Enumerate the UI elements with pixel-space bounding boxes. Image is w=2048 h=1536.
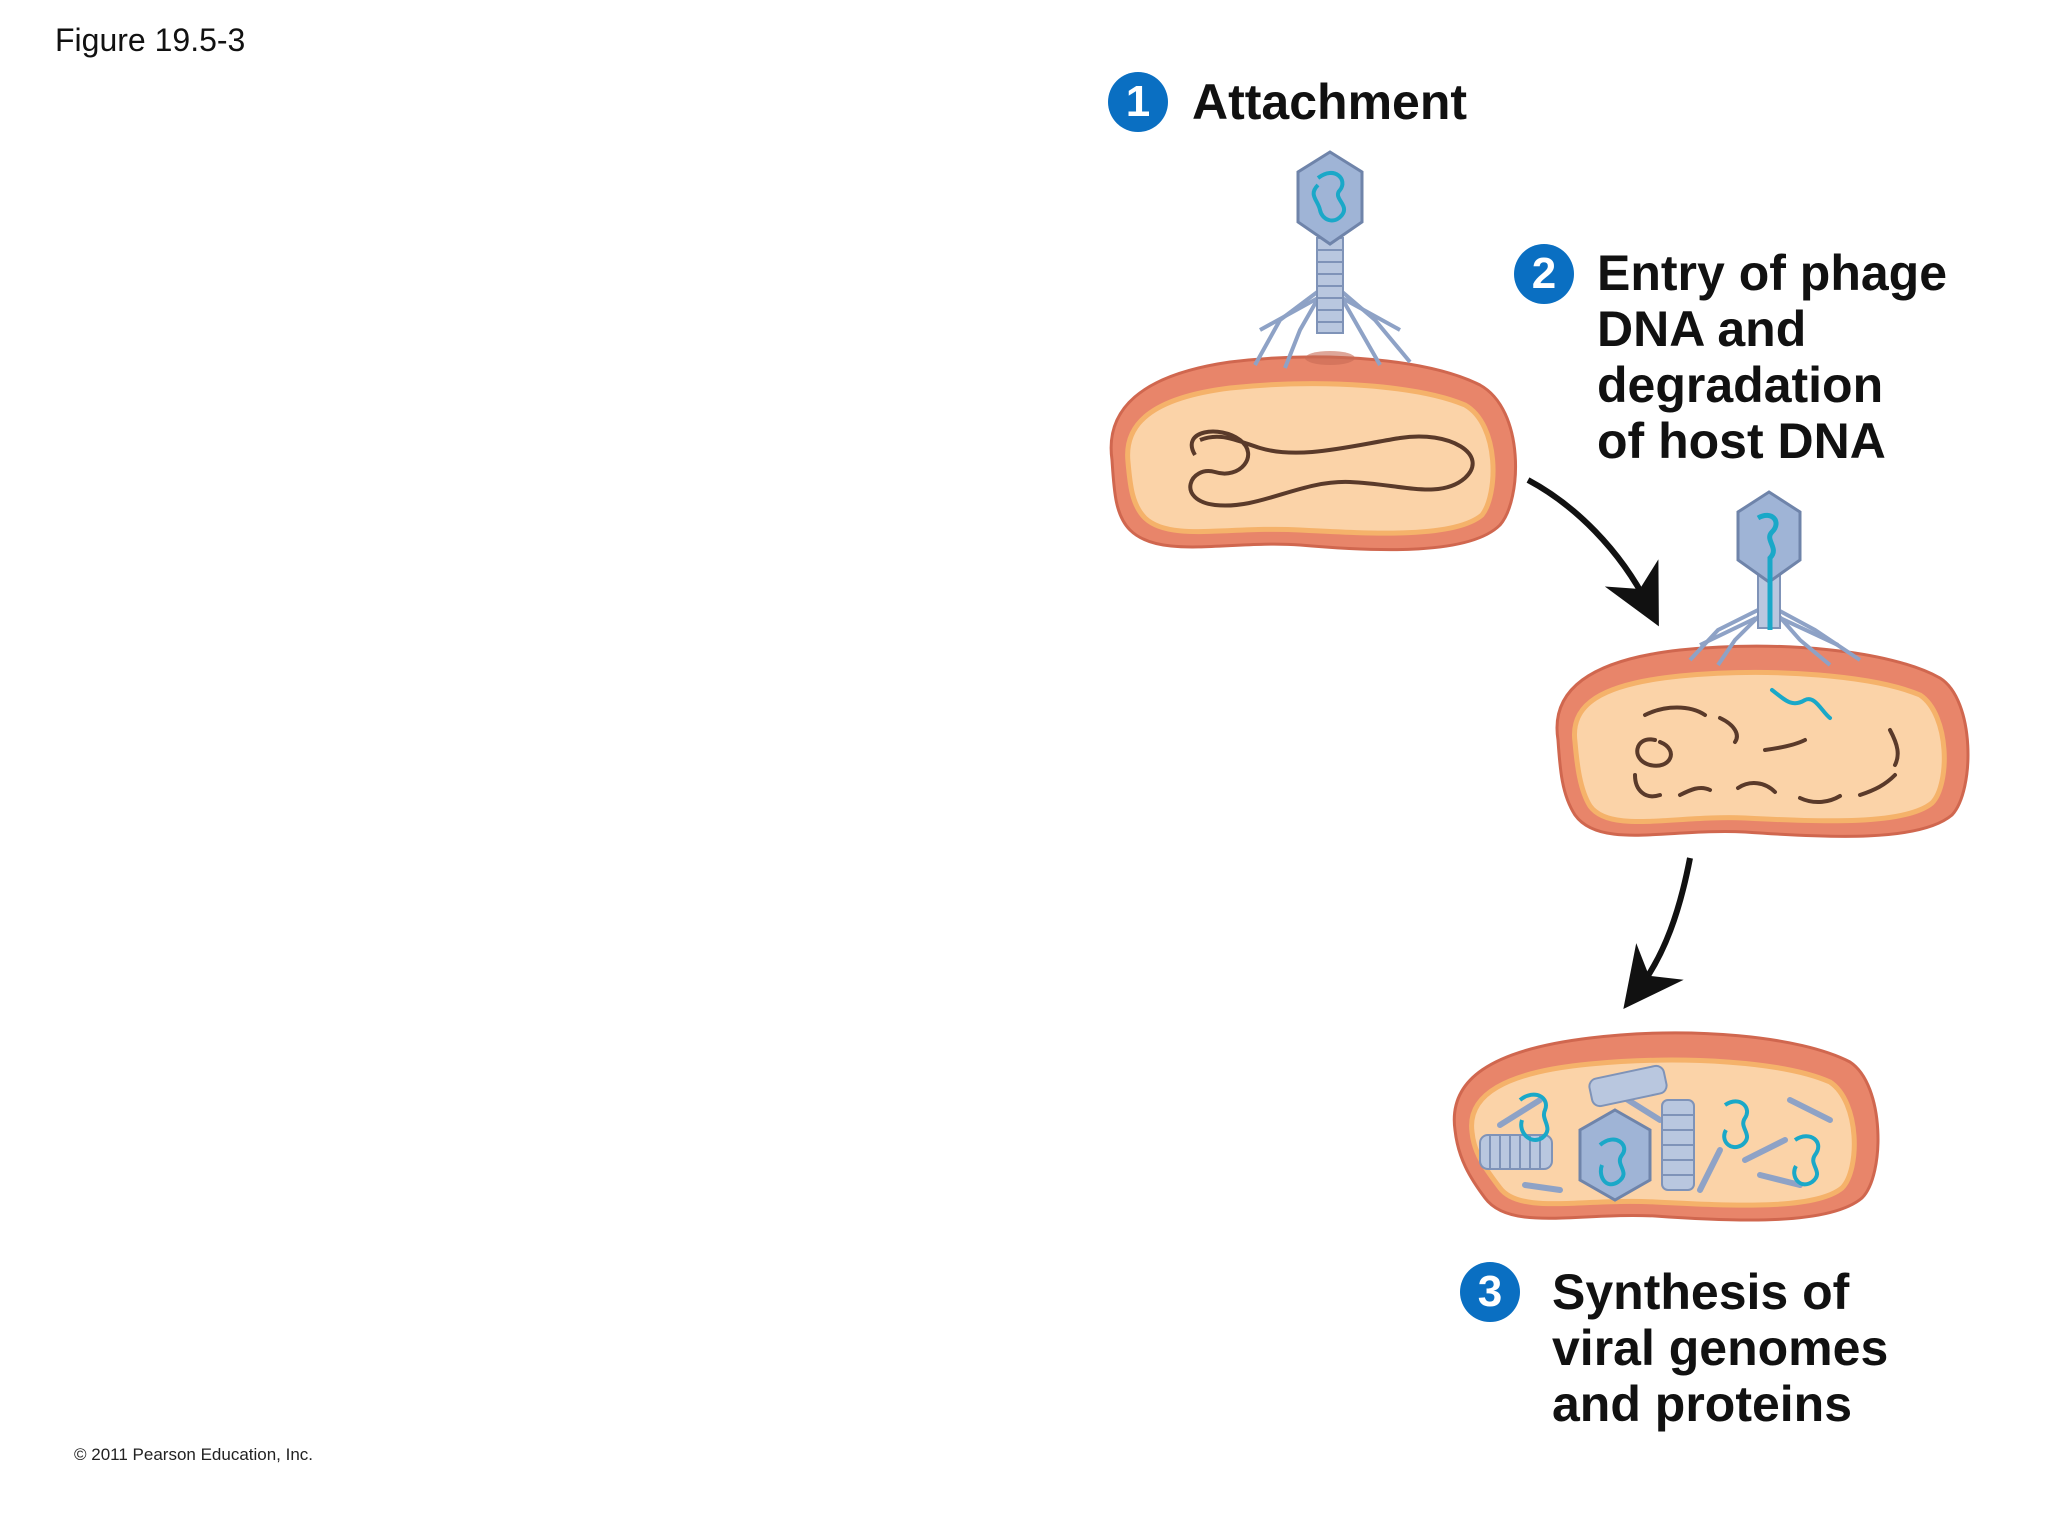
- step-3-line-2: viral genomes: [1552, 1320, 1889, 1376]
- step-2-label: Entry of phage DNA and degradation of ho…: [1597, 245, 1947, 469]
- step-1-line-1: Attachment: [1192, 74, 1468, 130]
- host-dna-1: [1188, 429, 1475, 508]
- bacterium-cell-2: [1555, 644, 1970, 838]
- phage-tail-part: [1479, 1134, 1553, 1170]
- arrow-icon: [1526, 477, 1659, 627]
- arrow-icon-2: [1623, 857, 1693, 1010]
- step-2-badge: 2: [1514, 244, 1574, 304]
- bacteriophage-icon: [1253, 150, 1412, 369]
- step-3-line-3: and proteins: [1552, 1376, 1853, 1432]
- step-1-badge: 1: [1108, 72, 1168, 132]
- phage-tail-part-3: [1661, 1099, 1695, 1191]
- step-1-label: Attachment: [1192, 74, 1467, 130]
- step-2-line-1: Entry of phage: [1597, 245, 1948, 301]
- step-3-badge: 3: [1460, 1262, 1520, 1322]
- host-dna-fragments: [1633, 705, 1900, 805]
- copyright: © 2011 Pearson Education, Inc.: [74, 1445, 314, 1464]
- bacterium-cell-1: [1109, 355, 1518, 552]
- step-2-line-2: DNA and: [1597, 301, 1807, 357]
- step-2-line-3: degradation: [1597, 357, 1884, 413]
- bacterium-cell-3: [1452, 1031, 1880, 1222]
- figure-label: Figure 19.5-3: [55, 22, 246, 58]
- step-2-line-4: of host DNA: [1597, 413, 1886, 469]
- step-3-label: Synthesis of viral genomes and proteins: [1552, 1264, 1888, 1432]
- bacteriophage-icon-2: [1688, 490, 1862, 667]
- step-3-line-1: Synthesis of: [1552, 1264, 1850, 1320]
- phage-tail-part-2: [1588, 1064, 1668, 1108]
